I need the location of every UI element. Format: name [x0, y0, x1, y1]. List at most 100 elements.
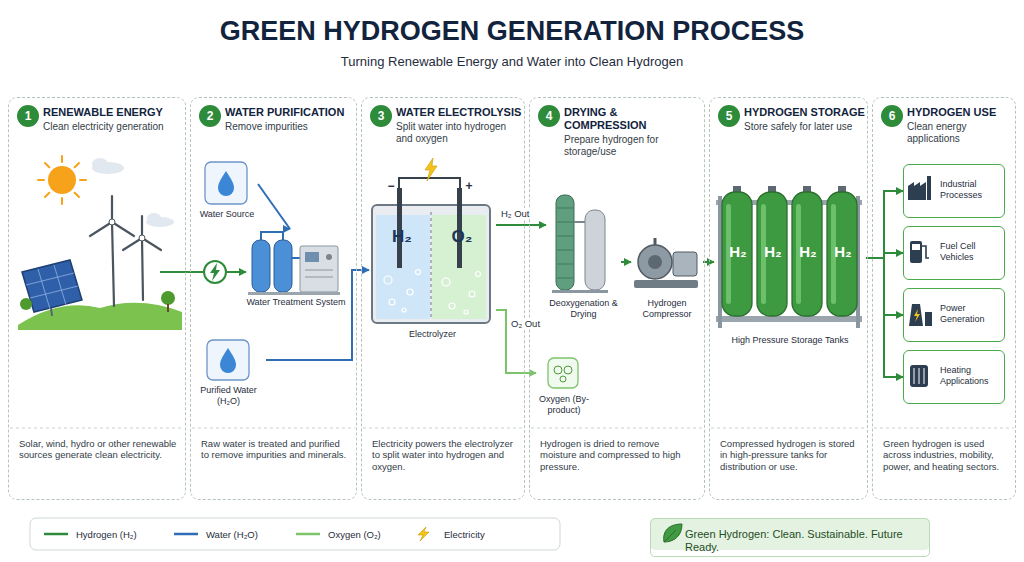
- node-text: Electrolyzer: [369, 329, 496, 340]
- component: Water Treatment System: [246, 229, 346, 324]
- illustration-part: [792, 192, 822, 316]
- illustration-part: [557, 236, 573, 237]
- illustration-part: [75, 163, 79, 167]
- node-text: Raw water is treated and purified to rem…: [201, 438, 348, 461]
- illustration-part: [112, 222, 134, 236]
- node-text: High Pressure Storage Tanks: [714, 335, 866, 346]
- illustration-part: [326, 254, 332, 260]
- illustration-part: [827, 192, 857, 316]
- node-text: Solar, wind, hydro or other renewable so…: [19, 438, 177, 461]
- illustration-part: [407, 289, 413, 295]
- illustration-part: [20, 298, 32, 310]
- step-number: 2: [199, 105, 221, 127]
- illustration-part: [431, 212, 432, 320]
- legend-item: Electricity: [410, 526, 485, 542]
- component: Water Source: [196, 161, 258, 229]
- illustration-part: [90, 222, 112, 236]
- illustration-part: [874, 428, 1014, 429]
- illustration-part: [399, 178, 460, 188]
- legend-sample: [294, 526, 322, 542]
- illustration-part: [416, 270, 421, 275]
- illustration-part: [45, 193, 49, 197]
- node-text: Power Generation: [940, 303, 1002, 325]
- process-panel: HYDROGEN USEClean energy applicationsGre…: [872, 97, 1016, 500]
- illustration-part: [557, 264, 573, 265]
- illustration-part: [560, 376, 566, 382]
- illustration-part: [914, 368, 915, 384]
- component: Oxygen (By-product): [536, 356, 592, 424]
- illustration-part: [554, 366, 562, 374]
- node-text: WATER PURIFICATION: [225, 106, 354, 119]
- treatment-illustration: [248, 232, 340, 295]
- node-text: Green Hydrogen: Clean. Sustainable. Futu…: [685, 528, 925, 554]
- illustration-part: [147, 213, 161, 223]
- flow-connector: [258, 184, 290, 229]
- illustration-part: [442, 278, 450, 286]
- illustration-part: [912, 244, 920, 250]
- node-text: Heating Applications: [940, 365, 1002, 387]
- illustration-part: [531, 428, 703, 429]
- legend-frame: [30, 518, 560, 550]
- illustration-part: [372, 205, 490, 323]
- node-text: Hydrogen is dried to remove moisture and…: [540, 438, 696, 472]
- illustration-part: [557, 222, 573, 223]
- node-text: H₂: [828, 243, 858, 261]
- illustration-part: [38, 179, 44, 181]
- node-text: Water Treatment System: [246, 297, 346, 308]
- process-panel: HYDROGEN STORAGEStore safely for later u…: [709, 97, 868, 500]
- illustration-part: [167, 304, 169, 312]
- node-text: Hydrogen Compressor: [631, 298, 703, 320]
- leaf-icon: [664, 524, 682, 542]
- legend-sample: [410, 526, 438, 542]
- use-box: Fuel Cell Vehicles: [903, 226, 1005, 280]
- illustration-part: [585, 210, 605, 290]
- node-text: Green hydrogen is used across industries…: [883, 438, 1007, 472]
- illustration-part: [402, 308, 406, 312]
- illustration-part: [192, 428, 355, 429]
- illustration-part: [218, 171, 234, 196]
- illustration-part: [552, 290, 608, 293]
- legend-text: Water (H₂O): [206, 529, 258, 540]
- illustration-part: [389, 299, 395, 305]
- electrode-sign: −: [386, 179, 396, 193]
- node-text: Remove impurities: [225, 121, 354, 133]
- step-number: 1: [17, 105, 39, 127]
- flow-connector: [621, 261, 631, 263]
- node-text: DRYING & COMPRESSION: [564, 106, 702, 132]
- edge-label: H₂ Out: [499, 208, 532, 219]
- illustration-part: [464, 310, 468, 314]
- illustration-part: [142, 238, 143, 300]
- panel-dividers: [10, 428, 1014, 429]
- node-text: H₂: [758, 243, 788, 261]
- node-text: Store safely for later use: [744, 121, 865, 133]
- node-text: H₂: [793, 243, 823, 261]
- illustration-part: [924, 368, 925, 384]
- node-text: Industrial Processes: [940, 179, 1002, 201]
- use-icons: [908, 176, 932, 387]
- flow-connector: [496, 224, 546, 226]
- node-text: 1: [17, 109, 39, 123]
- use-box: Heating Applications: [903, 350, 1005, 404]
- electrode-sign: +: [464, 179, 474, 193]
- electrolyzer: H₂O₂Electrolyzer: [369, 201, 496, 346]
- process-panel: WATER PURIFICATION Remove impuritiesRaw w…: [190, 97, 357, 500]
- component: Hydrogen Compressor: [631, 229, 703, 326]
- node-text: HYDROGEN USE: [907, 106, 1013, 119]
- legend-item: Water (H₂O): [172, 526, 258, 542]
- node-text: Compressed hydrogen is stored in high-pr…: [720, 438, 859, 472]
- illustration-part: [648, 255, 662, 269]
- node-text: Fuel Cell Vehicles: [940, 241, 1002, 263]
- electrolyzer-illustration: [372, 158, 490, 323]
- node-text: 4: [538, 109, 560, 123]
- illustration-part: [80, 179, 86, 181]
- legend-sample: [172, 526, 200, 542]
- illustration-part: [557, 208, 573, 209]
- use-box: Power Generation: [903, 288, 1005, 342]
- node-text: WATER ELECTROLYSIS: [396, 106, 522, 119]
- illustration-part: [205, 162, 247, 204]
- node-text: 6: [881, 109, 903, 123]
- illustration-part: [376, 215, 430, 319]
